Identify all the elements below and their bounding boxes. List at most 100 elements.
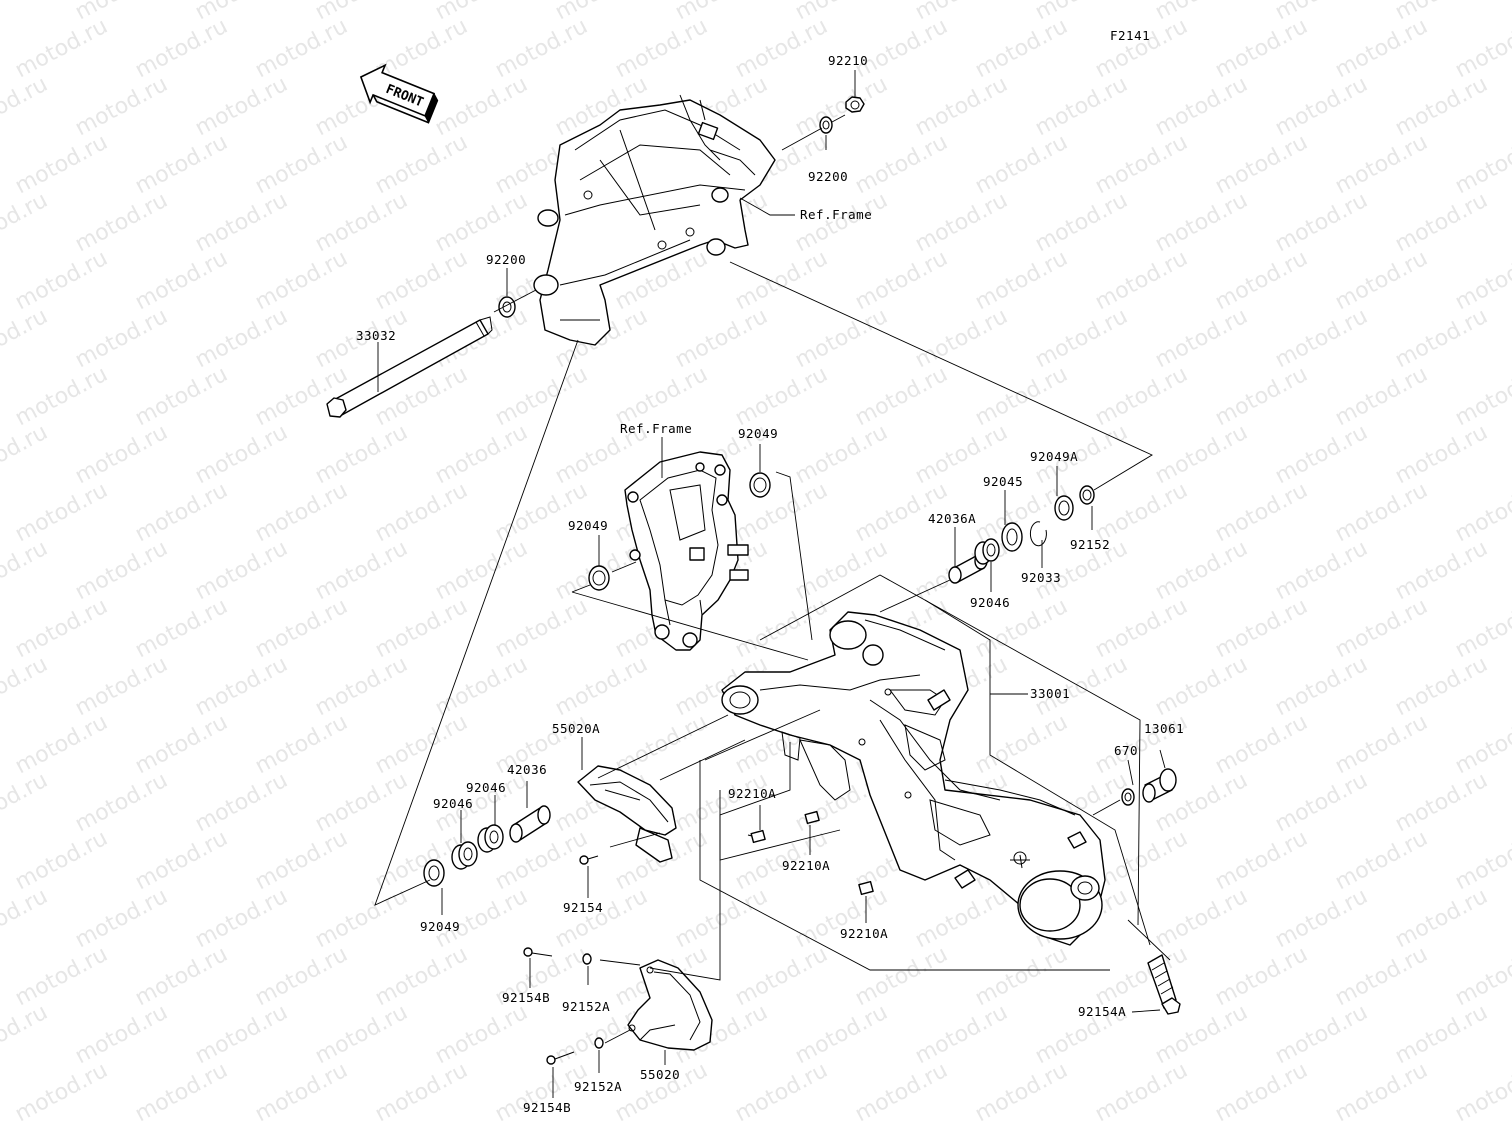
watermark-text: motod.ru — [1391, 1000, 1492, 1069]
watermark-text: motod.ru — [191, 536, 292, 605]
nut-92210 — [845, 96, 865, 113]
watermark-text: motod.ru — [1451, 130, 1512, 199]
label-92045: 92045 — [983, 474, 1023, 489]
circlip-92033 — [1029, 521, 1047, 547]
watermark-text: motod.ru — [1151, 188, 1252, 257]
watermark-text: motod.ru — [1451, 1058, 1512, 1127]
watermark-text: motod.ru — [251, 362, 352, 431]
watermark-text: motod.ru — [431, 652, 532, 721]
watermark-text: motod.ru — [431, 1000, 532, 1069]
watermark-text: motod.ru — [731, 478, 832, 547]
collar-42036A — [948, 552, 988, 584]
watermark-text: motod.ru — [71, 768, 172, 837]
watermark-text: motod.ru — [1331, 478, 1432, 547]
watermark-text: motod.ru — [851, 942, 952, 1011]
watermark-text: motod.ru — [1151, 420, 1252, 489]
watermark-text: motod.ru — [551, 884, 652, 953]
watermark-text: motod.ru — [1091, 14, 1192, 83]
watermark-text: motod.ru — [851, 246, 952, 315]
watermark-text: motod.ru — [0, 0, 52, 25]
watermark-text: motod.ru — [371, 1058, 472, 1127]
label-92210A-3: 92210A — [840, 926, 888, 941]
frame-bracket-reference — [624, 451, 749, 651]
watermark-text: motod.ru — [371, 594, 472, 663]
watermark-text: motod.ru — [251, 942, 352, 1011]
watermark-text: motod.ru — [971, 130, 1072, 199]
watermark-text: motod.ru — [131, 362, 232, 431]
watermark-text: motod.ru — [1391, 768, 1492, 837]
label-42036A: 42036A — [928, 511, 976, 526]
screw-92154B-2 — [546, 1051, 575, 1065]
watermark-text: motod.ru — [1331, 130, 1432, 199]
watermark-text: motod.ru — [1271, 72, 1372, 141]
watermark-text: motod.ru — [71, 884, 172, 953]
watermark-text: motod.ru — [11, 826, 112, 895]
watermark-text: motod.ru — [1391, 884, 1492, 953]
watermark-text: motod.ru — [251, 1058, 352, 1127]
watermark-text: motod.ru — [791, 188, 892, 257]
watermark-text: motod.ru — [1211, 942, 1312, 1011]
label-92152: 92152 — [1070, 537, 1110, 552]
watermark-text: motod.ru — [851, 14, 952, 83]
label-92154B-1: 92154B — [502, 990, 550, 1005]
watermark-text: motod.ru — [791, 884, 892, 953]
watermark-text: motod.ru — [491, 478, 592, 547]
watermark-text: motod.ru — [911, 188, 1012, 257]
watermark-text: motod.ru — [1331, 942, 1432, 1011]
watermark-text: motod.ru — [1031, 304, 1132, 373]
watermark-text: motod.ru — [1331, 14, 1432, 83]
watermark-text: motod.ru — [11, 1058, 112, 1127]
watermark-text: motod.ru — [1091, 1058, 1192, 1127]
watermark-text: motod.ru — [1091, 362, 1192, 431]
watermark-text: motod.ru — [131, 1058, 232, 1127]
watermark-text: motod.ru — [851, 362, 952, 431]
label-92049-left: 92049 — [420, 919, 460, 934]
watermark-text: motod.ru — [1391, 188, 1492, 257]
watermark-text: motod.ru — [311, 768, 412, 837]
label-42036: 42036 — [507, 762, 547, 777]
washer-92152A-2 — [594, 1037, 604, 1049]
seal-92049A — [1054, 495, 1074, 521]
watermark-text: motod.ru — [1211, 14, 1312, 83]
bearing-92046-left-1 — [477, 824, 504, 853]
label-ref-frame-mid: Ref.Frame — [620, 421, 692, 436]
watermark-text: motod.ru — [491, 362, 592, 431]
bearing-92046-left-2 — [451, 841, 478, 870]
watermark-text: motod.ru — [911, 884, 1012, 953]
label-13061: 13061 — [1144, 721, 1184, 736]
leader-lines — [374, 70, 1171, 1098]
watermark-text: motod.ru — [71, 304, 172, 373]
label-92046-right: 92046 — [970, 595, 1010, 610]
label-92049-upper: 92049 — [738, 426, 778, 441]
watermark-text: motod.ru — [1271, 420, 1372, 489]
cover-55020 — [627, 959, 713, 1051]
bearing-92045 — [1001, 522, 1023, 552]
watermark-text: motod.ru — [71, 188, 172, 257]
watermark-text: motod.ru — [191, 304, 292, 373]
watermark-text: motod.ru — [1451, 942, 1512, 1011]
watermark-text: motod.ru — [371, 478, 472, 547]
watermark-text: motod.ru — [1271, 304, 1372, 373]
watermark-text: motod.ru — [491, 14, 592, 83]
watermark-text: motod.ru — [371, 246, 472, 315]
watermark-text: motod.ru — [1091, 246, 1192, 315]
watermark-text: motod.ru — [131, 478, 232, 547]
watermark-text: motod.ru — [1331, 594, 1432, 663]
watermark-text: motod.ru — [0, 1000, 52, 1069]
label-92200-left: 92200 — [486, 252, 526, 267]
watermark-text: motod.ru — [71, 652, 172, 721]
label-92152A-2: 92152A — [574, 1079, 622, 1094]
watermark-text: motod.ru — [251, 478, 352, 547]
washer-92200-left — [498, 296, 516, 318]
label-92152A-1: 92152A — [562, 999, 610, 1014]
watermark-text: motod.ru — [1391, 72, 1492, 141]
watermark-text: motod.ru — [971, 246, 1072, 315]
watermark-text: motod.ru — [71, 536, 172, 605]
label-92046-left-2: 92046 — [433, 796, 473, 811]
label-670: 670 — [1114, 743, 1138, 758]
watermark-text: motod.ru — [1091, 130, 1192, 199]
frame-reference — [533, 94, 776, 346]
watermark-text: motod.ru — [911, 72, 1012, 141]
screw-92154 — [579, 855, 599, 865]
watermark-text: motod.ru — [431, 188, 532, 257]
